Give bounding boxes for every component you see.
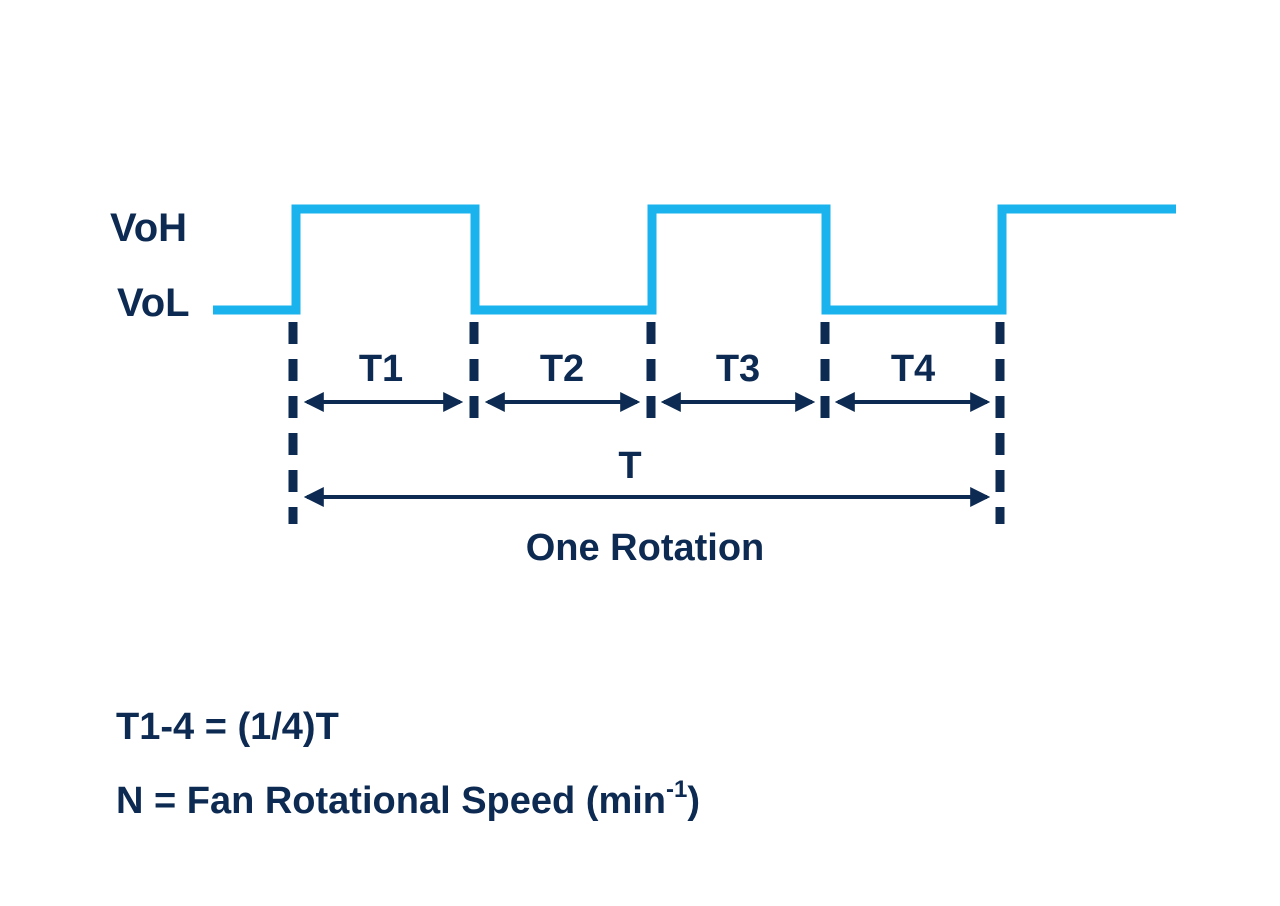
interval-label-t1: T1 — [359, 348, 403, 390]
definition-close: ) — [687, 780, 700, 822]
vol-label: VoL — [117, 281, 190, 325]
interval-label-t2: T2 — [540, 348, 584, 390]
definition-note: N = Fan Rotational Speed (min-1) — [116, 776, 700, 822]
interval-label-t4: T4 — [891, 348, 935, 390]
period-caption: One Rotation — [526, 527, 765, 569]
signal-waveform — [213, 204, 1176, 315]
equation-note: T1-4 = (1/4)T — [116, 706, 339, 748]
voh-label: VoH — [110, 206, 187, 250]
definition-superscript: -1 — [666, 776, 687, 803]
definition-main: N = Fan Rotational Speed (min — [116, 780, 666, 822]
interval-label-t3: T3 — [716, 348, 760, 390]
period-label: T — [618, 445, 641, 487]
